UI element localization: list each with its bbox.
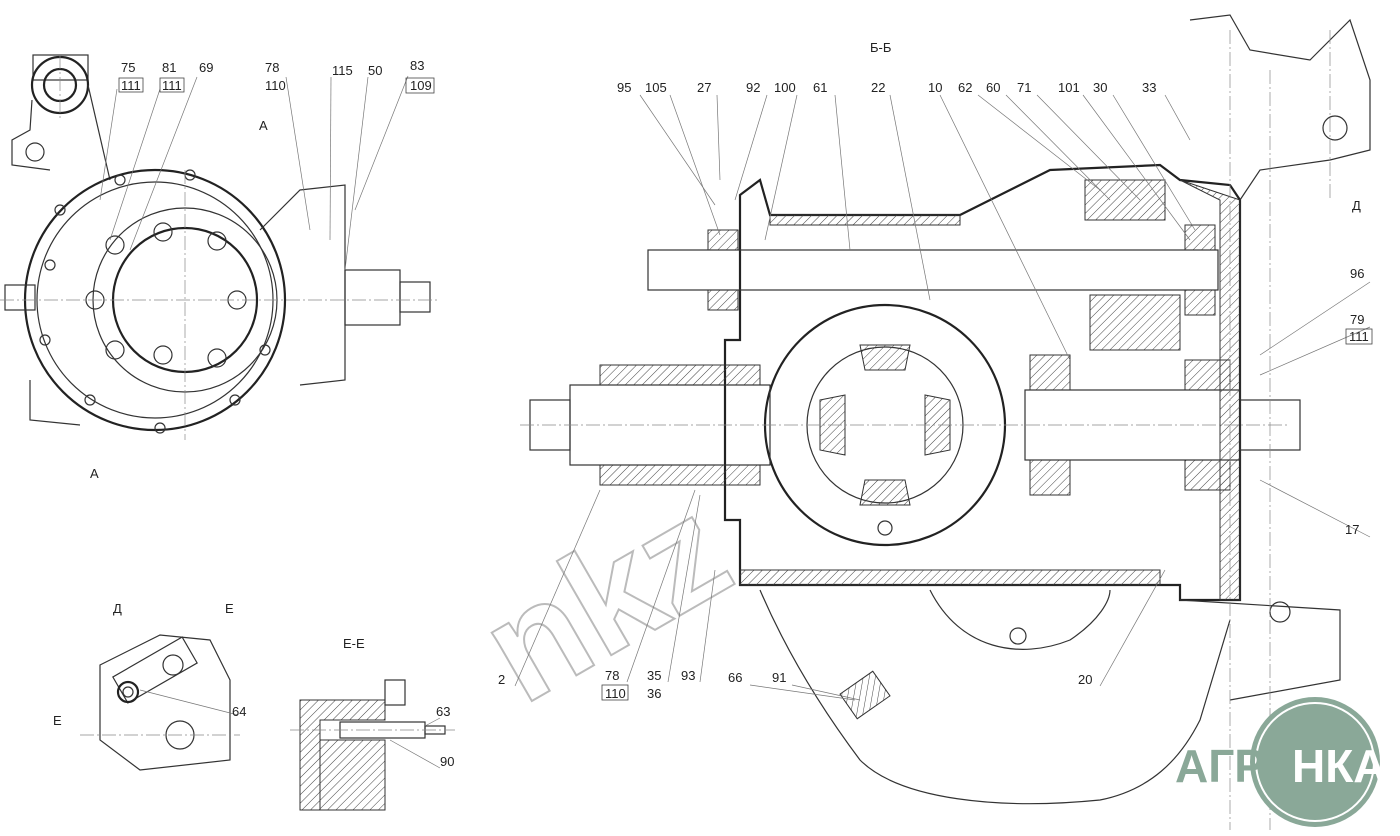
part-label-71: 71 xyxy=(1017,80,1031,95)
left-view xyxy=(0,54,440,440)
part-label-50: 50 xyxy=(368,63,382,78)
logo-text-left: АГРО xyxy=(1175,740,1300,792)
part-label-101: 101 xyxy=(1058,80,1080,95)
part-label-78: 78 xyxy=(605,668,619,683)
part-sublabel-111: 111 xyxy=(121,78,141,93)
part-label-17: 17 xyxy=(1345,522,1359,537)
part-label-22: 22 xyxy=(871,80,885,95)
agronka-logo: АГРО НКА xyxy=(1175,697,1387,827)
part-label-10: 10 xyxy=(928,80,942,95)
part-label-66: 66 xyxy=(728,670,742,685)
view-mark-d-right: Д xyxy=(1352,198,1361,213)
part-label-61: 61 xyxy=(813,80,827,95)
part-label-35: 35 xyxy=(647,668,661,683)
part-label-90: 90 xyxy=(440,754,454,769)
logo-text-right: НКА xyxy=(1292,740,1387,792)
part-label-91: 91 xyxy=(772,670,786,685)
part-label-75: 75 xyxy=(121,60,135,75)
part-label-2: 2 xyxy=(498,672,505,687)
part-label-95: 95 xyxy=(617,80,631,95)
part-label-93: 93 xyxy=(681,668,695,683)
leader-lines xyxy=(99,75,1371,769)
part-sublabel-36: 36 xyxy=(647,686,661,701)
part-label-79: 79 xyxy=(1350,312,1364,327)
part-sublabel-111: 111 xyxy=(162,78,182,93)
part-label-115: 115 xyxy=(332,63,353,78)
part-sublabel-111: 111 xyxy=(1349,329,1369,344)
section-e-e xyxy=(290,679,455,811)
part-label-81: 81 xyxy=(162,60,176,75)
section-mark-e-top: Е xyxy=(225,601,234,616)
part-label-63: 63 xyxy=(436,704,450,719)
part-sublabel-110: 110 xyxy=(605,686,626,701)
part-label-78: 78 xyxy=(265,60,279,75)
part-label-30: 30 xyxy=(1093,80,1107,95)
part-label-27: 27 xyxy=(697,80,711,95)
part-label-20: 20 xyxy=(1078,672,1092,687)
section-mark-a-bottom: А xyxy=(90,466,99,481)
view-title-d: Д xyxy=(113,601,122,616)
part-label-105: 105 xyxy=(645,80,667,95)
part-sublabel-109: 109 xyxy=(410,78,432,93)
part-label-100: 100 xyxy=(774,80,796,95)
part-label-83: 83 xyxy=(410,58,424,73)
section-b-b xyxy=(520,14,1371,830)
part-sublabel-110: 110 xyxy=(265,78,286,93)
part-label-96: 96 xyxy=(1350,266,1364,281)
section-title: Б-Б xyxy=(870,40,891,55)
part-label-92: 92 xyxy=(746,80,760,95)
section-mark-e-left: Е xyxy=(53,713,62,728)
view-d xyxy=(80,634,240,771)
part-label-62: 62 xyxy=(958,80,972,95)
section-title-e-e: Е-Е xyxy=(343,636,365,651)
part-label-33: 33 xyxy=(1142,80,1156,95)
part-label-60: 60 xyxy=(986,80,1000,95)
part-label-64: 64 xyxy=(232,704,246,719)
part-label-69: 69 xyxy=(199,60,213,75)
section-mark-a-top: А xyxy=(259,118,268,133)
